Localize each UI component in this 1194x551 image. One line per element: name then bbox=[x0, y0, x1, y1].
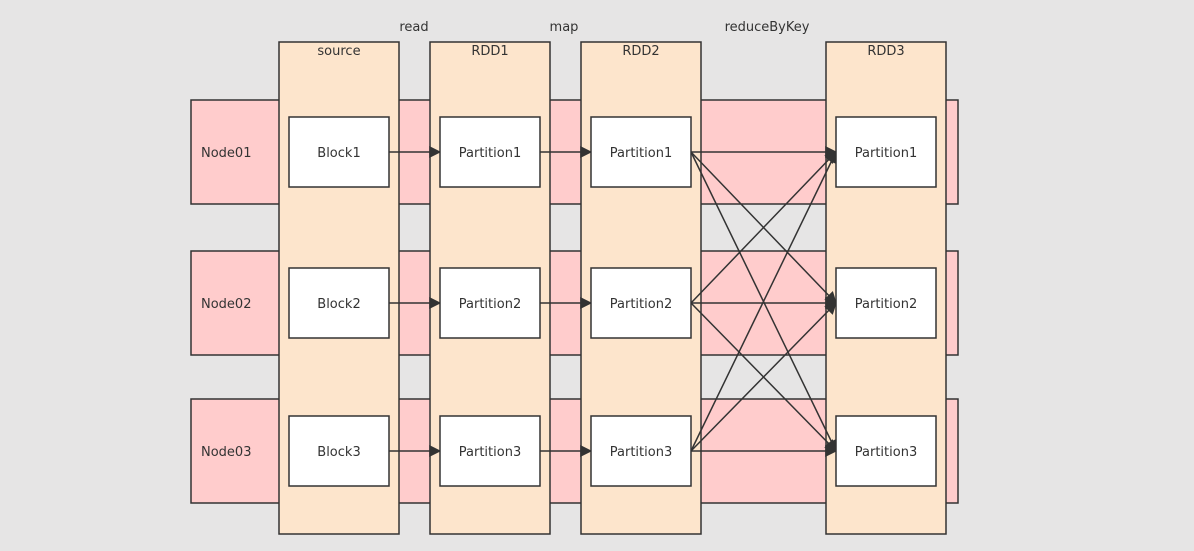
operation-label-read: read bbox=[399, 20, 428, 35]
column-title-rdd3: RDD3 bbox=[867, 44, 904, 59]
rdd1-partition-box-2 bbox=[439, 267, 541, 339]
source-blocks: Block1 Block2 Block3 bbox=[288, 116, 390, 487]
column-title-rdd2: RDD2 bbox=[622, 44, 659, 59]
rdd3-partition-box-2 bbox=[835, 267, 937, 339]
rdd1-partition-label-1: Partition1 bbox=[459, 146, 521, 161]
column-title-source: source bbox=[317, 44, 360, 59]
rdd3-partition-label-3: Partition3 bbox=[855, 445, 917, 460]
block-label-2: Block2 bbox=[317, 297, 360, 312]
block-label-1: Block1 bbox=[317, 146, 360, 161]
edge-arrow-13 bbox=[690, 150, 837, 452]
rdd2-partition-box-2 bbox=[590, 267, 692, 339]
node-label-03: Node03 bbox=[201, 445, 251, 460]
column-title-rdd1: RDD1 bbox=[471, 44, 508, 59]
rdd2-partition-box-1 bbox=[590, 116, 692, 188]
operation-label-map: map bbox=[550, 20, 579, 35]
edge-arrow-14 bbox=[690, 302, 837, 452]
edge-arrow-10 bbox=[690, 151, 837, 304]
block-box-1 bbox=[288, 116, 390, 188]
rdd3-partition-box-3 bbox=[835, 415, 937, 487]
rdd1-partitions: Partition1 Partition2 Partition3 bbox=[439, 116, 541, 487]
rdd1-partition-label-3: Partition3 bbox=[459, 445, 521, 460]
rdd3-partition-label-1: Partition1 bbox=[855, 146, 917, 161]
rdd2-partition-label-3: Partition3 bbox=[610, 445, 672, 460]
block-box-3 bbox=[288, 415, 390, 487]
rdd1-partition-box-3 bbox=[439, 415, 541, 487]
rdd2-partition-label-1: Partition1 bbox=[610, 146, 672, 161]
rdd3-partitions: Partition1 Partition2 Partition3 bbox=[835, 116, 937, 487]
edge-group bbox=[389, 146, 838, 457]
rdd1-partition-label-2: Partition2 bbox=[459, 297, 521, 312]
node-label-01: Node01 bbox=[201, 146, 251, 161]
rdd2-partition-label-2: Partition2 bbox=[610, 297, 672, 312]
block-box-2 bbox=[288, 267, 390, 339]
rdd3-partition-label-2: Partition2 bbox=[855, 297, 917, 312]
node-label-02: Node02 bbox=[201, 297, 251, 312]
operation-label-reducebykey: reduceByKey bbox=[725, 20, 810, 35]
rdd3-partition-box-1 bbox=[835, 116, 937, 188]
block-label-3: Block3 bbox=[317, 445, 360, 460]
rdd2-partition-box-3 bbox=[590, 415, 692, 487]
rdd2-partitions: Partition1 Partition2 Partition3 bbox=[590, 116, 692, 487]
rdd1-partition-box-1 bbox=[439, 116, 541, 188]
